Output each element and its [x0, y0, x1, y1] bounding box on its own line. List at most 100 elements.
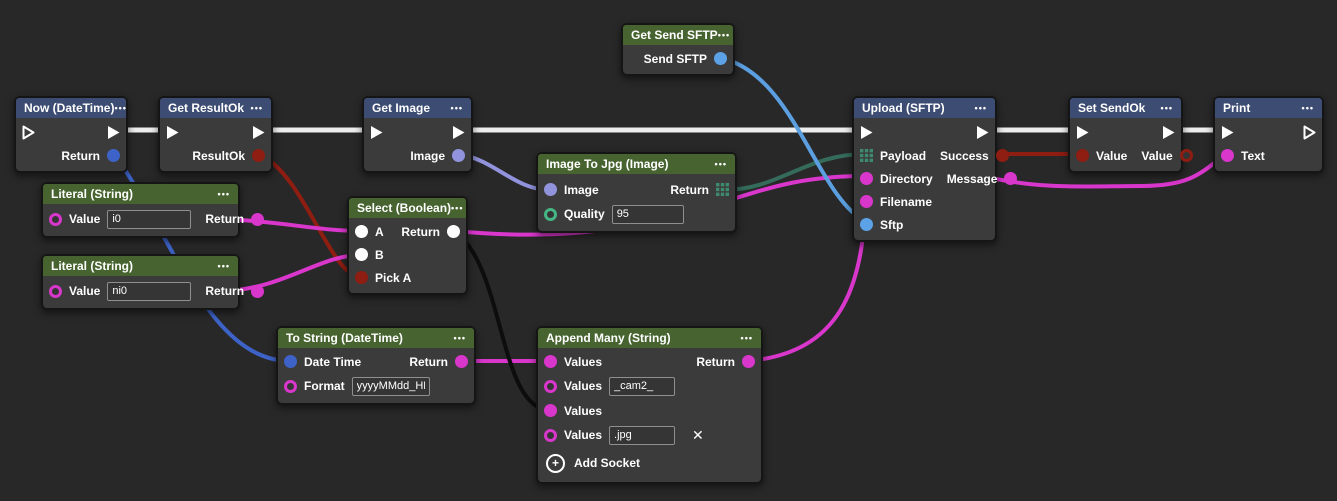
- node-header[interactable]: To String (DateTime) •••: [278, 328, 474, 348]
- input-label: A: [375, 224, 384, 239]
- values1-input-pin[interactable]: [544, 355, 557, 368]
- wire-message-text: [981, 151, 1229, 189]
- node-header[interactable]: Image To Jpg (Image) •••: [538, 154, 735, 174]
- exec-out-pin[interactable]: [106, 124, 121, 141]
- quality-field[interactable]: [611, 204, 684, 224]
- datetime-input-pin[interactable]: [284, 355, 297, 368]
- node-get-resultok[interactable]: Get ResultOk ••• ResultOk: [158, 96, 273, 173]
- exec-in-pin[interactable]: [1220, 124, 1235, 141]
- text-input-pin[interactable]: [1221, 149, 1234, 162]
- return-output-pin[interactable]: [455, 355, 468, 368]
- directory-input-pin[interactable]: [860, 172, 873, 185]
- add-socket-button[interactable]: + Add Socket: [538, 448, 761, 478]
- node-to-string-datetime[interactable]: To String (DateTime) ••• Date Time Retur…: [276, 326, 476, 405]
- delete-socket-icon[interactable]: ✕: [692, 426, 704, 443]
- payload-grid-input-pin[interactable]: [860, 149, 873, 162]
- node-header[interactable]: Literal (String) •••: [43, 256, 238, 276]
- values4-field[interactable]: [609, 425, 676, 445]
- exec-out-pin[interactable]: [251, 124, 266, 141]
- image-output-pin[interactable]: [452, 149, 465, 162]
- menu-dots-icon[interactable]: •••: [450, 103, 463, 113]
- format-input-pin[interactable]: [284, 379, 297, 393]
- exec-in-pin[interactable]: [369, 124, 384, 141]
- format-field[interactable]: [351, 376, 430, 396]
- node-header[interactable]: Now (DateTime) •••: [16, 98, 126, 118]
- output-label: Return: [670, 182, 709, 197]
- menu-dots-icon[interactable]: •••: [217, 261, 230, 271]
- image-input-pin[interactable]: [544, 183, 557, 196]
- node-literal-string-2[interactable]: Literal (String) ••• Value Return: [41, 254, 265, 310]
- exec-in-pin[interactable]: [21, 124, 36, 141]
- node-header[interactable]: Get ResultOk •••: [160, 98, 271, 118]
- menu-dots-icon[interactable]: •••: [453, 333, 466, 343]
- node-now-datetime[interactable]: Now (DateTime) ••• Return: [14, 96, 128, 173]
- exec-out-pin[interactable]: [1302, 124, 1317, 141]
- message-output-pin[interactable]: [1004, 172, 1018, 185]
- node-header[interactable]: Get Image •••: [364, 98, 471, 118]
- menu-dots-icon[interactable]: •••: [740, 333, 753, 343]
- node-header[interactable]: Set SendOk •••: [1070, 98, 1181, 118]
- node-print[interactable]: Print ••• Text: [1213, 96, 1324, 173]
- node-header[interactable]: Upload (SFTP) •••: [854, 98, 995, 118]
- menu-dots-icon[interactable]: •••: [217, 189, 230, 199]
- b-input-pin[interactable]: [355, 248, 368, 261]
- menu-dots-icon[interactable]: •••: [974, 103, 987, 113]
- a-input-pin[interactable]: [355, 225, 368, 238]
- menu-dots-icon[interactable]: •••: [250, 103, 263, 113]
- values3-input-pin[interactable]: [544, 404, 557, 417]
- exec-out-pin[interactable]: [451, 124, 466, 141]
- return-output-pin[interactable]: [742, 355, 755, 368]
- menu-dots-icon[interactable]: •••: [717, 30, 731, 40]
- value-field[interactable]: [107, 281, 192, 301]
- value-input-pin[interactable]: [1076, 149, 1089, 162]
- node-header[interactable]: Append Many (String) •••: [538, 328, 761, 348]
- value-output-pin[interactable]: [1179, 149, 1193, 162]
- node-get-image[interactable]: Get Image ••• Image: [362, 96, 473, 173]
- exec-in-pin[interactable]: [859, 124, 874, 141]
- node-header[interactable]: Get Send SFTP •••: [623, 25, 733, 45]
- menu-dots-icon[interactable]: •••: [714, 159, 727, 169]
- success-output-pin[interactable]: [995, 149, 1009, 162]
- values2-input-pin[interactable]: [544, 379, 557, 393]
- exec-out-pin[interactable]: [975, 124, 990, 141]
- node-append-many-string[interactable]: Append Many (String) ••• Values Return V…: [536, 326, 763, 484]
- sftp-input-pin[interactable]: [860, 218, 873, 231]
- value-input-pin[interactable]: [49, 212, 62, 226]
- sendsftp-output-pin[interactable]: [714, 52, 727, 65]
- node-header[interactable]: Literal (String) •••: [43, 184, 238, 204]
- node-header[interactable]: Print •••: [1215, 98, 1322, 118]
- return-output-pin[interactable]: [107, 149, 120, 162]
- node-image-to-jpg[interactable]: Image To Jpg (Image) ••• Image Return Qu…: [536, 152, 737, 233]
- return-output-pin[interactable]: [447, 225, 460, 238]
- menu-dots-icon[interactable]: •••: [1160, 103, 1173, 113]
- wire-resultok-picka: [257, 152, 363, 279]
- picka-input-pin[interactable]: [355, 271, 368, 284]
- values2-field[interactable]: [609, 376, 676, 396]
- filename-input-pin[interactable]: [860, 195, 873, 208]
- menu-dots-icon[interactable]: •••: [1301, 103, 1314, 113]
- exec-out-pin[interactable]: [1161, 124, 1176, 141]
- return-output-pin[interactable]: [251, 284, 265, 298]
- return-output-pin[interactable]: [251, 212, 265, 226]
- node-select-boolean[interactable]: Select (Boolean) ••• A Return B Pick A: [347, 196, 468, 295]
- node-set-sendok[interactable]: Set SendOk ••• Value Value: [1068, 96, 1193, 173]
- input-label: Filename: [880, 194, 933, 209]
- output-label: Return: [205, 284, 245, 298]
- node-upload-sftp[interactable]: Upload (SFTP) ••• Payload Success Direct…: [852, 96, 1018, 242]
- exec-in-pin[interactable]: [165, 124, 180, 141]
- resultok-output-pin[interactable]: [252, 149, 265, 162]
- exec-in-pin[interactable]: [1075, 124, 1090, 141]
- quality-input-pin[interactable]: [544, 207, 557, 221]
- node-header[interactable]: Select (Boolean) •••: [349, 198, 466, 218]
- node-get-send-sftp[interactable]: Get Send SFTP ••• Send SFTP: [621, 23, 735, 76]
- menu-dots-icon[interactable]: •••: [114, 103, 127, 113]
- input-label: Pick A: [375, 270, 412, 285]
- value-field[interactable]: [107, 209, 192, 229]
- node-literal-string-1[interactable]: Literal (String) ••• Value Return: [41, 182, 265, 238]
- menu-dots-icon[interactable]: •••: [451, 203, 464, 213]
- bytes-grid-output-pin[interactable]: [716, 183, 729, 196]
- output-label: ResultOk: [192, 148, 245, 163]
- values4-input-pin[interactable]: [544, 428, 557, 442]
- value-input-pin[interactable]: [49, 284, 62, 298]
